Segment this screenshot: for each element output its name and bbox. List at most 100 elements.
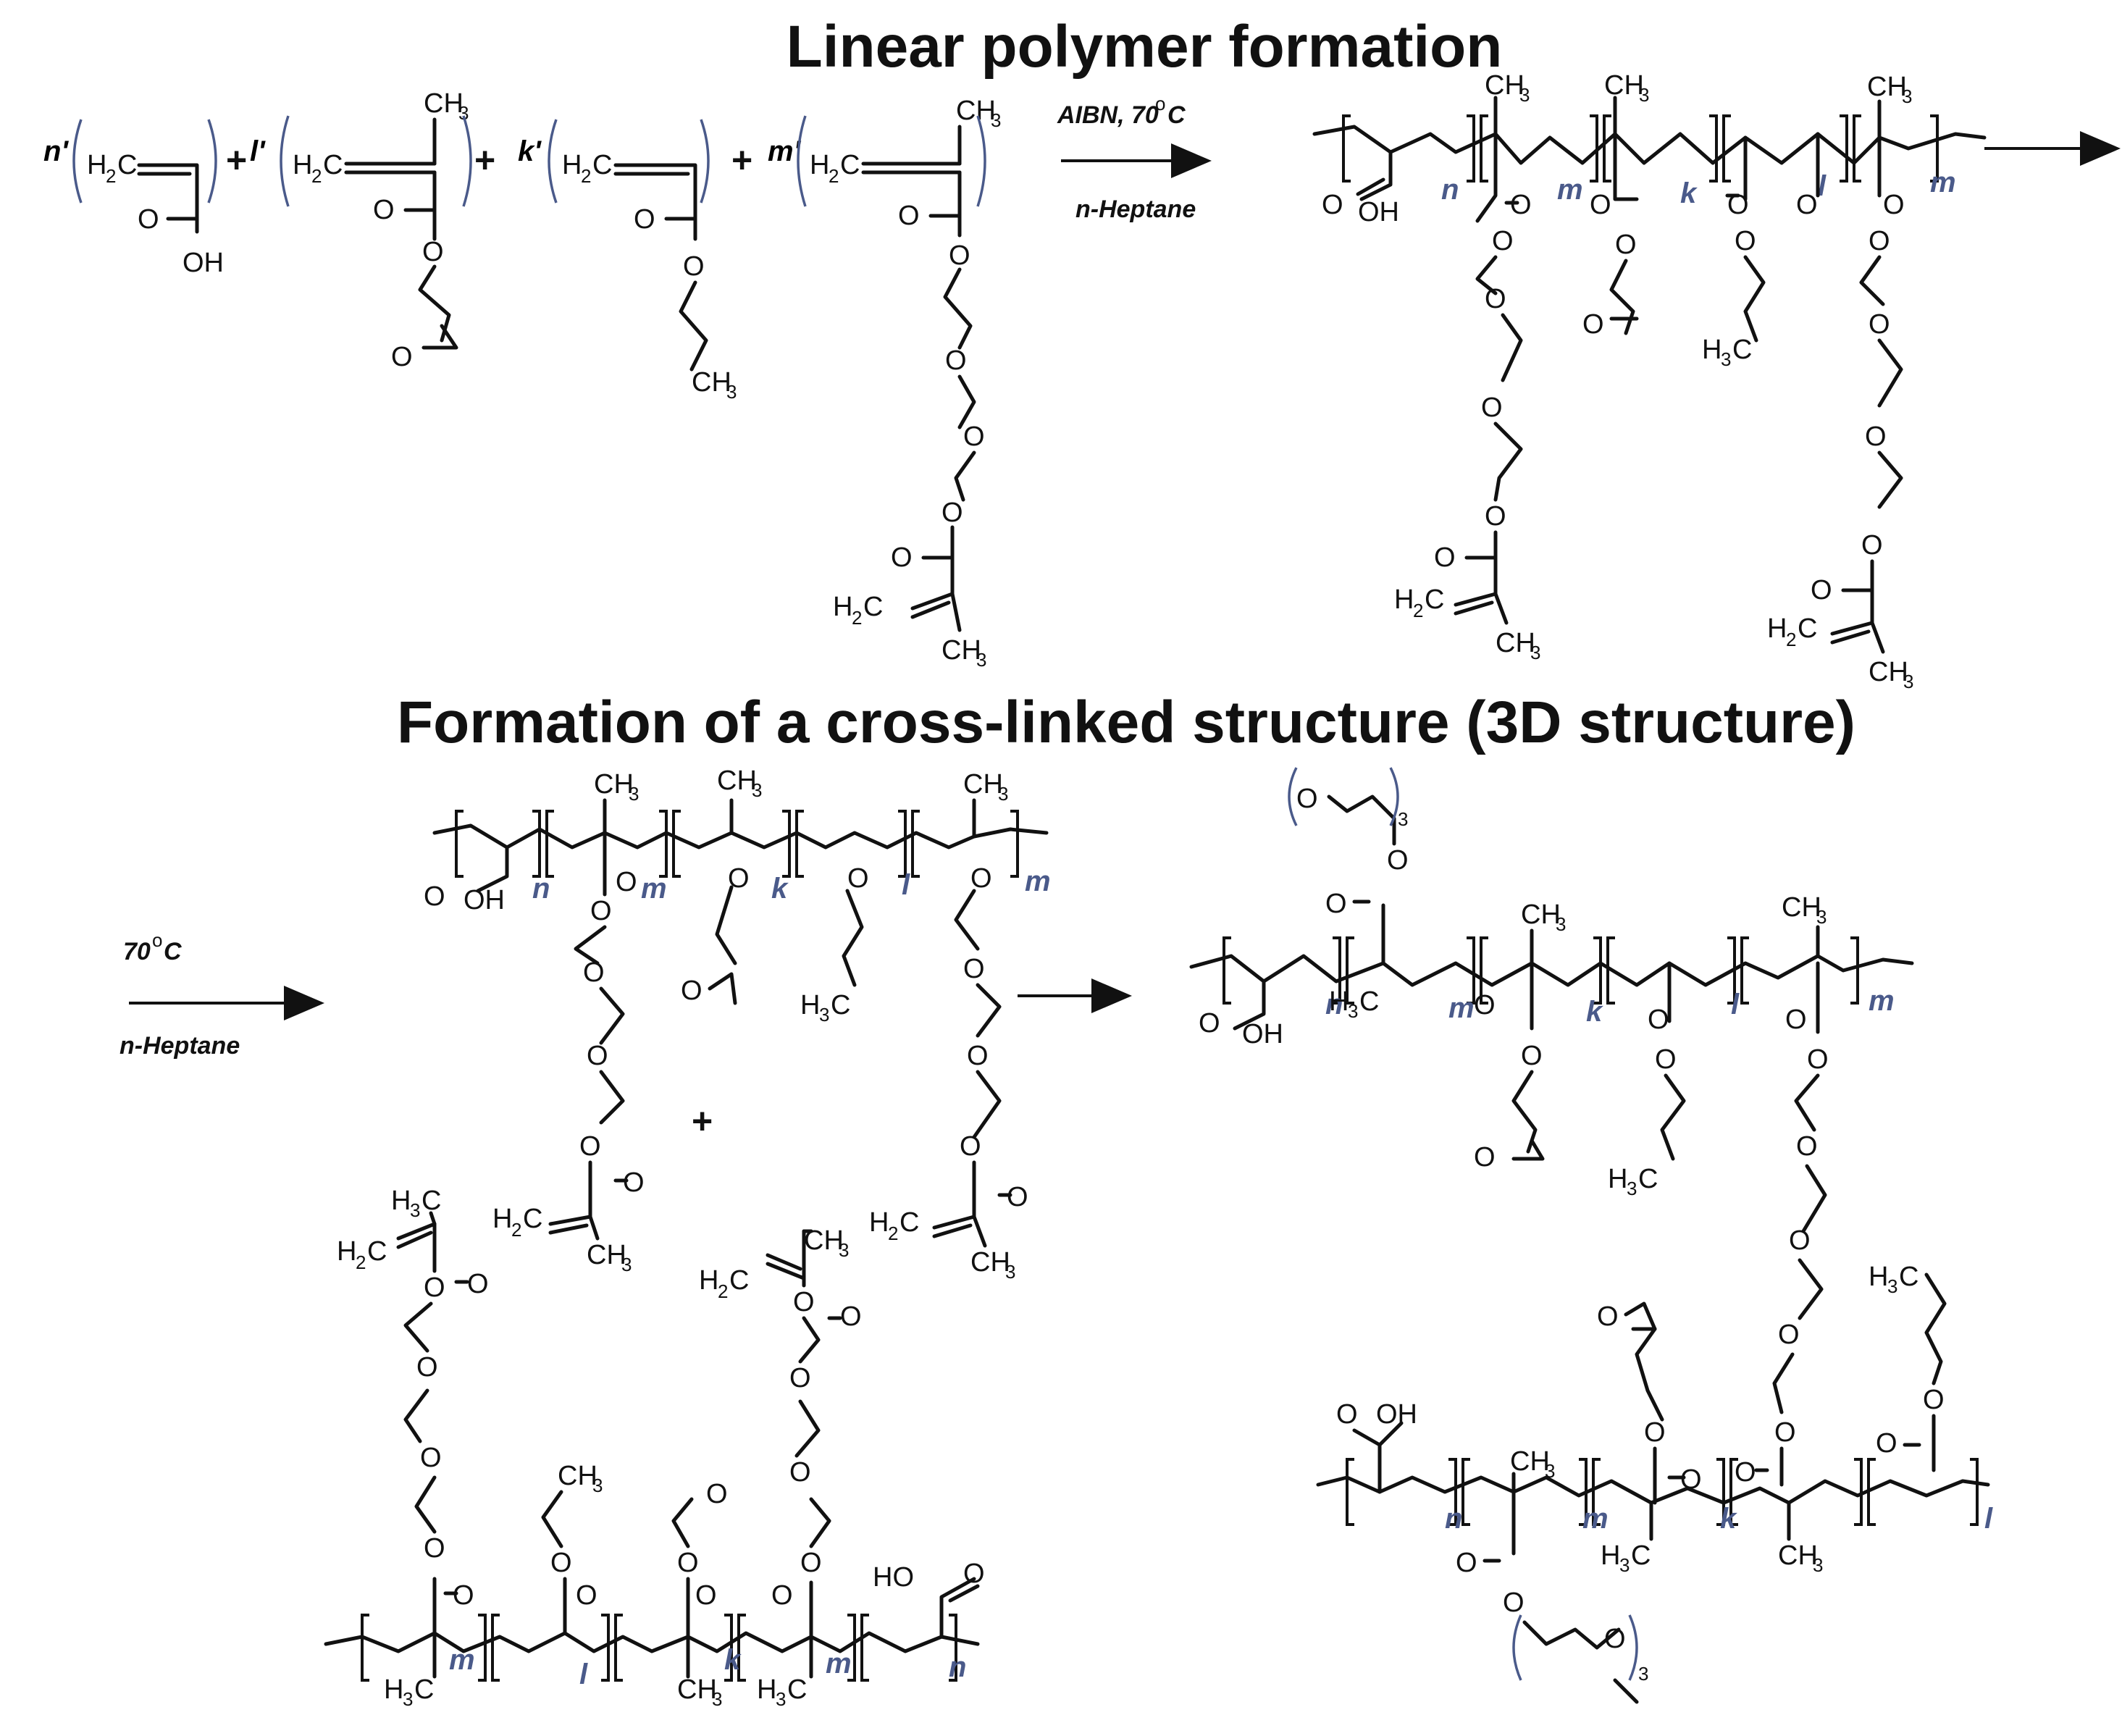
svg-text:CH: CH <box>1867 72 1907 102</box>
svg-text:O: O <box>1785 1005 1807 1035</box>
svg-text:O: O <box>1503 1588 1525 1618</box>
svg-text:CH: CH <box>717 766 757 796</box>
svg-text:CH: CH <box>970 1247 1010 1278</box>
svg-text:O: O <box>1807 1044 1829 1075</box>
svg-text:3: 3 <box>629 783 639 805</box>
svg-text:l: l <box>902 869 910 901</box>
svg-text:O: O <box>1869 309 1890 340</box>
svg-text:3: 3 <box>410 1199 420 1221</box>
svg-text:n: n <box>1445 1503 1462 1535</box>
svg-text:3: 3 <box>1005 1261 1015 1283</box>
svg-text:H: H <box>1601 1540 1620 1571</box>
svg-text:O: O <box>942 498 963 528</box>
svg-text:3: 3 <box>726 381 737 403</box>
plus-between-chains: + <box>692 1101 713 1141</box>
svg-text:O: O <box>963 422 985 452</box>
svg-text:H: H <box>1869 1262 1888 1292</box>
svg-text:O: O <box>138 204 159 235</box>
svg-text:O: O <box>1590 190 1611 220</box>
svg-text:OH: OH <box>1242 1019 1283 1049</box>
svg-text:H: H <box>391 1186 411 1216</box>
svg-text:2: 2 <box>311 165 322 187</box>
svg-text:O: O <box>967 1041 989 1071</box>
linear-polymer-title: Linear polymer formation <box>787 14 1503 80</box>
svg-text:CH: CH <box>1782 892 1821 923</box>
svg-text:n: n <box>949 1651 966 1683</box>
svg-text:H: H <box>810 150 829 180</box>
svg-text:O: O <box>1296 784 1318 814</box>
svg-text:CH: CH <box>1869 657 1908 687</box>
svg-text:k: k <box>1586 996 1603 1028</box>
svg-text:C: C <box>899 1207 919 1238</box>
svg-text:O: O <box>677 1548 699 1578</box>
svg-text:O: O <box>579 1131 601 1162</box>
svg-text:H: H <box>800 990 820 1020</box>
svg-text:3: 3 <box>1721 348 1731 370</box>
linear-polymer: n m k l m O OH CH 3 CH 3 CH 3 O O O O O … <box>1312 70 1987 692</box>
svg-text:O: O <box>793 1287 815 1317</box>
svg-text:+: + <box>474 140 495 180</box>
svg-text:O: O <box>1811 575 1832 605</box>
svg-text:O: O <box>1865 422 1887 452</box>
svg-text:3: 3 <box>1556 913 1566 935</box>
svg-text:O: O <box>453 1580 474 1611</box>
svg-text:OH: OH <box>464 885 505 915</box>
svg-text:n: n <box>1325 989 1343 1020</box>
svg-text:O: O <box>1615 230 1637 260</box>
svg-text:C: C <box>1359 986 1379 1017</box>
svg-text:3: 3 <box>1627 1178 1637 1199</box>
svg-text:O: O <box>695 1580 717 1611</box>
monomer-teg-dimethacrylate: m' H 2 C CH 3 O O O O O O H 2 C CH 3 <box>768 96 1001 671</box>
svg-text:O: O <box>1876 1428 1897 1459</box>
svg-text:H: H <box>833 592 852 622</box>
svg-text:C: C <box>831 990 850 1020</box>
svg-text:m: m <box>449 1644 475 1676</box>
svg-text:C: C <box>164 938 182 965</box>
condition-heptane-1: n-Heptane <box>1075 196 1196 223</box>
svg-text:CH: CH <box>1604 70 1644 101</box>
coef-l-prime: l' <box>250 135 266 167</box>
svg-text:C: C <box>840 150 860 180</box>
svg-text:O: O <box>960 1131 981 1162</box>
svg-text:CH: CH <box>956 96 996 126</box>
svg-text:O: O <box>1735 1457 1756 1488</box>
svg-text:2: 2 <box>852 607 862 629</box>
svg-text:CH: CH <box>1485 70 1525 101</box>
svg-text:3: 3 <box>1639 84 1649 106</box>
svg-text:O: O <box>634 204 655 235</box>
condition-70c: 70 <box>123 938 151 965</box>
svg-text:O: O <box>789 1457 811 1488</box>
svg-text:O: O <box>1869 226 1890 256</box>
svg-text:O: O <box>683 251 705 282</box>
svg-text:O: O <box>949 240 970 271</box>
svg-text:3: 3 <box>712 1688 722 1710</box>
svg-text:H: H <box>87 150 106 180</box>
svg-text:2: 2 <box>106 165 116 187</box>
svg-text:+: + <box>226 140 247 180</box>
svg-text:O: O <box>424 881 445 912</box>
svg-text:O: O <box>420 1443 442 1473</box>
svg-text:n: n <box>532 873 550 905</box>
svg-text:O: O <box>587 1041 608 1071</box>
svg-text:H: H <box>699 1265 718 1296</box>
svg-text:O: O <box>467 1269 489 1299</box>
svg-text:O: O <box>1007 1182 1028 1212</box>
svg-text:O: O <box>1735 226 1756 256</box>
svg-text:m: m <box>1557 174 1583 206</box>
svg-text:OH: OH <box>1358 197 1399 227</box>
svg-text:O: O <box>970 863 992 894</box>
svg-text:O: O <box>1883 190 1905 220</box>
svg-text:3: 3 <box>403 1688 413 1710</box>
svg-text:O: O <box>898 201 920 231</box>
svg-text:H: H <box>492 1204 512 1234</box>
svg-text:C: C <box>1798 613 1817 644</box>
svg-text:o: o <box>1155 93 1165 114</box>
svg-text:CH: CH <box>677 1674 717 1705</box>
svg-text:3: 3 <box>1887 1275 1897 1297</box>
svg-text:H: H <box>869 1207 889 1238</box>
svg-text:2: 2 <box>888 1223 898 1244</box>
svg-text:2: 2 <box>718 1280 728 1302</box>
svg-text:O: O <box>576 1580 597 1611</box>
svg-text:CH: CH <box>587 1240 626 1270</box>
